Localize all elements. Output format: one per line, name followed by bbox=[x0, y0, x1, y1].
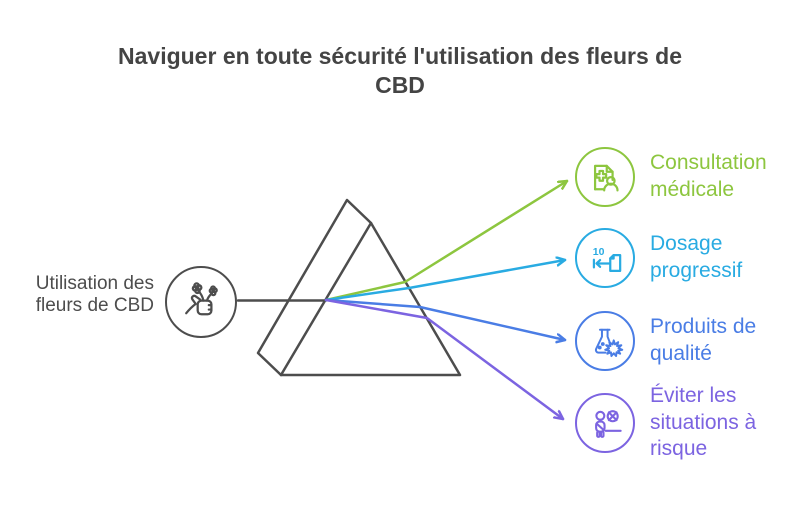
outcome-eviter-risque: Éviter les situations à risque bbox=[575, 384, 800, 460]
outcome-label: Éviter les situations à risque bbox=[650, 383, 757, 461]
outcome-consultation-medicale: Consultation médicale bbox=[575, 147, 800, 207]
dosage-number-label: 10 bbox=[593, 246, 605, 258]
prism-side-face bbox=[256, 198, 373, 377]
eviter-icon-circle bbox=[575, 393, 635, 453]
prism-front-face bbox=[279, 221, 462, 377]
lab-flask-cannabis-leaf-icon bbox=[594, 328, 624, 358]
page-title: Naviguer en toute sécurité l'utilisation… bbox=[118, 43, 682, 99]
produits-icon-circle bbox=[575, 311, 635, 371]
outcome-produits-qualite: Produits de qualité bbox=[575, 311, 800, 371]
ray-consultation bbox=[324, 179, 569, 302]
dosage-reduction-icon: 10 bbox=[593, 246, 622, 272]
outcome-label: Dosage progressif bbox=[650, 232, 743, 282]
consultation-icon-circle bbox=[575, 147, 635, 207]
ray-dosage bbox=[324, 260, 567, 302]
outcome-dosage-progressif: 10 Dosage progressif bbox=[575, 228, 800, 288]
medical-record-person-icon bbox=[593, 164, 619, 192]
hand-holding-cbd-flowers-icon bbox=[185, 282, 218, 316]
source-icon-circle bbox=[165, 266, 237, 338]
avoid-risky-situation-icon bbox=[595, 410, 622, 438]
ray-produits bbox=[324, 298, 567, 340]
outcome-label: Consultation médicale bbox=[650, 151, 767, 201]
source-label: Utilisation des fleurs de CBD bbox=[35, 273, 154, 317]
ray-eviter bbox=[324, 298, 565, 421]
dosage-icon-circle: 10 bbox=[575, 228, 635, 288]
prism-shape bbox=[236, 198, 462, 377]
outcome-label: Produits de qualité bbox=[650, 315, 757, 365]
